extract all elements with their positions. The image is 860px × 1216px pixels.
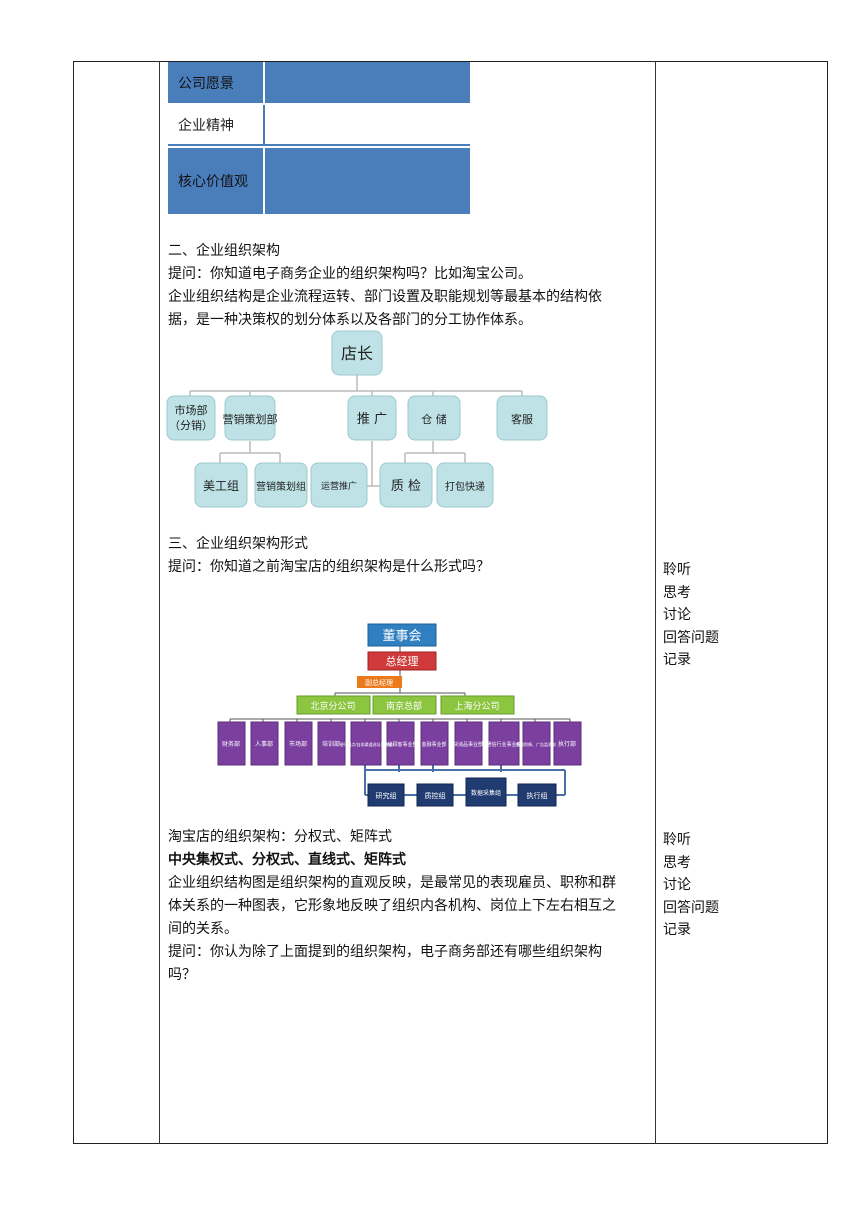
org-node-label: 打包快递	[445, 480, 485, 493]
activity-item: 讨论	[663, 877, 691, 893]
org-node-label: 培训部	[322, 740, 340, 748]
org-node-label: 质 检	[391, 479, 421, 494]
section-heading: 二、企业组织架构	[168, 243, 280, 259]
student-activities-2: 聆听 思考 讨论 回答问题 记录	[663, 829, 719, 942]
paragraph: 企业组织结构图是组织架构的直观反映，是最常见的表现雇员、职称和群	[168, 875, 616, 891]
org-node-label: 通信行业事业部	[486, 741, 521, 748]
org-node-label: 神秘顾客事业部	[382, 741, 417, 748]
paragraph: 间的关系。	[168, 921, 238, 937]
section-4-text: 淘宝店的组织架构：分权式、矩阵式 中央集权式、分权式、直线式、矩阵式 企业组织结…	[168, 826, 650, 987]
activity-item: 回答问题	[663, 629, 719, 646]
org-node-label: 研究组	[376, 791, 397, 800]
section-2-text: 二、企业组织架构 提问：你知道电子商务企业的组织架构吗？比如淘宝公司。 企业组织…	[168, 240, 650, 332]
org-node-label: 数据采集组	[471, 789, 501, 797]
org-node-label: 营销策划组	[256, 480, 306, 493]
activity-item: 记录	[663, 922, 691, 938]
company-org-chart: 董事会 总经理 副总经理 北京分公司 南京总部 上海分公司 财务部 人事部 市场…	[217, 623, 582, 807]
org-node-label: 上海分公司	[454, 700, 499, 712]
table-row: 企业精神	[168, 105, 470, 146]
org-node-label: 总经理	[386, 654, 419, 668]
activity-item: 讨论	[663, 607, 691, 623]
org-node-label: 推 广	[357, 412, 387, 427]
org-node-label: 新闻舆情、广告监测部	[516, 741, 556, 747]
org-node-label: 客服	[511, 412, 533, 426]
org-node-label: 银行网点/自助渠道选址事业部	[339, 741, 392, 747]
activity-item: 聆听	[663, 562, 691, 578]
activity-item: 聆听	[663, 832, 691, 848]
org-node-label: 运营推广	[321, 480, 357, 492]
org-node-label: （分销）	[169, 418, 213, 432]
lesson-table-frame	[73, 61, 828, 1144]
paragraph: 淘宝店的组织架构：分权式、矩阵式	[168, 829, 392, 845]
table-row: 核心价值观	[168, 148, 470, 214]
column-divider-1	[159, 61, 160, 1144]
paragraph: 据，是一种决策权的划分体系以及各部门的分工协作体系。	[168, 312, 532, 328]
paragraph: 体关系的一种图表，它形象地反映了组织内各机构、岗位上下左右相互之	[168, 898, 616, 914]
org-node-label: 人事部	[255, 740, 273, 748]
row-label: 公司愿景	[178, 75, 234, 92]
org-node-label: 董事会	[382, 629, 421, 644]
org-node-label: 财务部	[222, 740, 240, 748]
question-text: 提问：你知道之前淘宝店的组织架构是什么形式吗？	[168, 559, 490, 575]
paragraph: 企业组织结构是企业流程运转、部门设置及职能规划等最基本的结构依	[168, 289, 602, 305]
org-node-label: 金融事业部	[421, 741, 446, 748]
student-activities-1: 聆听 思考 讨论 回答问题 记录	[663, 559, 719, 672]
org-node-label: 执行部	[558, 740, 576, 748]
section-3-text: 三、企业组织架构形式 提问：你知道之前淘宝店的组织架构是什么形式吗？	[168, 533, 650, 579]
store-org-chart: 店长 市场部 （分销） 营销策划部 推 广 仓 储 客服 美工组 营销策划组 运…	[166, 330, 548, 508]
org-node-label: 美工组	[203, 479, 239, 493]
question-text: 提问：你知道电子商务企业的组织架构吗？比如淘宝公司。	[168, 266, 532, 282]
org-root-label: 店长	[341, 344, 373, 363]
activity-item: 回答问题	[663, 899, 719, 916]
table-row: 公司愿景	[168, 62, 470, 103]
row-label: 企业精神	[178, 117, 234, 134]
org-node-label: 仓 储	[421, 412, 447, 426]
org-node-label: 市场部	[175, 403, 208, 417]
org-node-label: 快消品事业部	[453, 741, 483, 748]
org-node-label: 市场部	[289, 740, 307, 748]
emphasis-line: 中央集权式、分权式、直线式、矩阵式	[168, 852, 406, 868]
row-label: 核心价值观	[178, 174, 248, 190]
question-text: 提问：你认为除了上面提到的组织架构，电子商务部还有哪些组织架构	[168, 944, 602, 960]
activity-item: 记录	[663, 652, 691, 668]
activity-item: 思考	[663, 584, 691, 601]
section-heading: 三、企业组织架构形式	[168, 536, 308, 552]
org-node-label: 北京分公司	[310, 700, 355, 712]
org-node-label: 执行组	[527, 791, 548, 800]
activity-item: 思考	[663, 854, 691, 871]
column-divider-2	[655, 61, 656, 1144]
org-node-label: 南京总部	[386, 700, 422, 712]
org-node-label: 营销策划部	[223, 412, 278, 426]
org-node-label: 质控组	[425, 791, 446, 800]
question-text: 吗？	[168, 967, 196, 983]
org-node-label: 副总经理	[365, 678, 393, 687]
